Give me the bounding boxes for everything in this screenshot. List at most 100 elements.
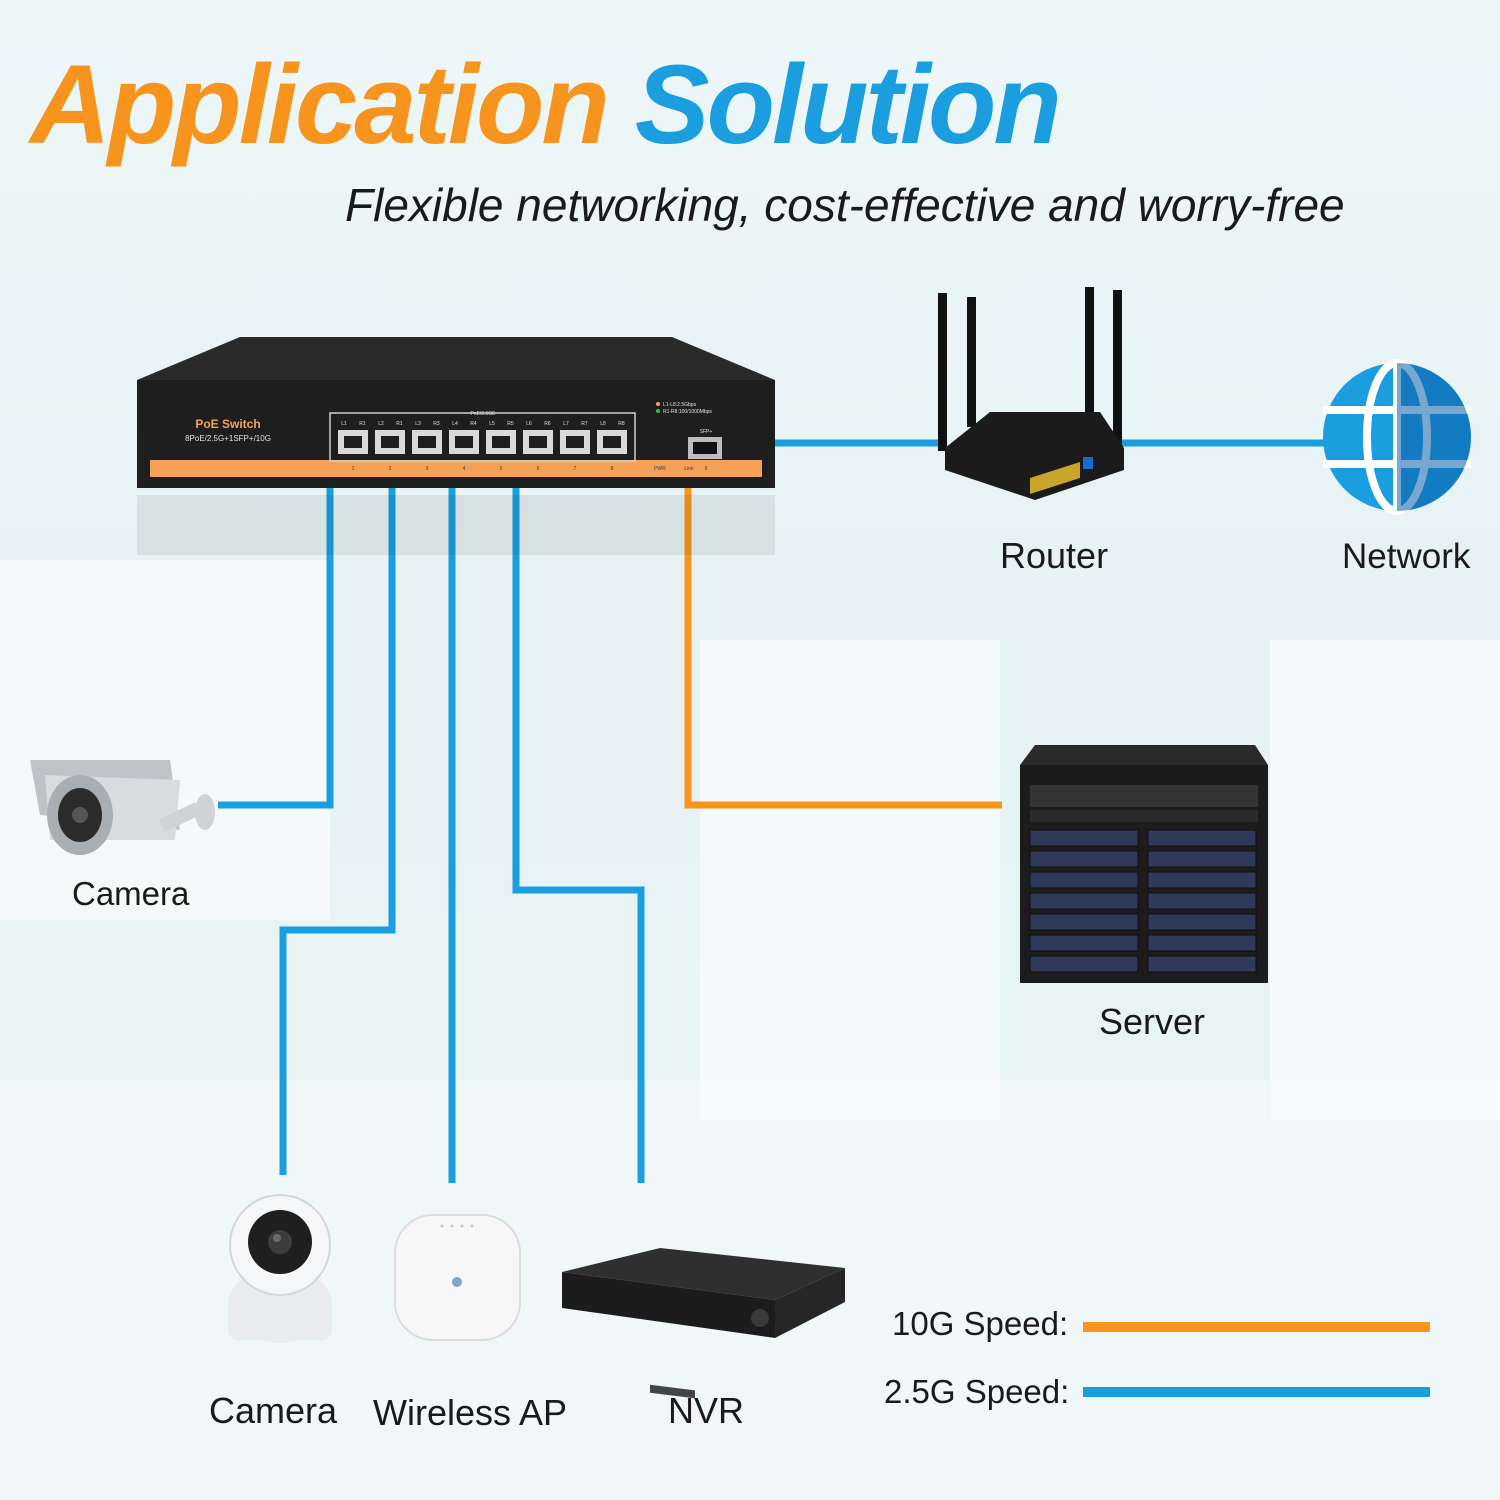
switch-stripe — [150, 460, 762, 477]
server-blade — [1029, 850, 1139, 868]
switch-port-frame — [329, 412, 636, 462]
switch-led-label: R1 — [396, 421, 403, 427]
nvr-top — [562, 1248, 845, 1300]
switch-led-label: R6 — [544, 421, 551, 427]
switch-led-label: R3 — [433, 421, 440, 427]
switch-led-label: L6 — [526, 421, 532, 427]
poe-switch: PoE Switch 8PoE/2.5G+1SFP+/10G PoE/2.5GE… — [137, 337, 775, 555]
ap-led — [470, 1224, 474, 1228]
link-switch-server — [684, 485, 1002, 809]
server-blade — [1029, 871, 1139, 889]
switch-port-number: 7 — [574, 466, 577, 472]
server-blade — [1029, 892, 1139, 910]
port-hole — [381, 436, 399, 448]
link-switch-camera-dome — [279, 488, 396, 1175]
server-unit — [1030, 810, 1258, 822]
port-hole — [603, 436, 621, 448]
server-blade — [1147, 955, 1257, 973]
server-blade — [1147, 871, 1257, 889]
router-antenna — [1113, 290, 1122, 452]
nvr-side — [775, 1268, 845, 1338]
link-switch-camera-bullet — [218, 488, 334, 809]
switch-led-label: L2 — [378, 421, 384, 427]
background-block — [0, 560, 330, 920]
legend-10g-label: 10G Speed: — [892, 1305, 1069, 1342]
wireless-ap-icon — [394, 1214, 521, 1341]
page-title: Application Solution — [30, 40, 1062, 169]
server-blade — [1147, 850, 1257, 868]
router-antenna — [938, 293, 947, 451]
camera-mount-arm — [158, 802, 202, 832]
switch-led-label: R4 — [470, 421, 477, 427]
ap-led — [460, 1224, 464, 1228]
switch-reflection — [137, 495, 775, 555]
server-blade — [1029, 829, 1139, 847]
server-blade — [1029, 955, 1139, 973]
label-server: Server — [1099, 1001, 1206, 1042]
background-block — [1270, 640, 1500, 1120]
server-unit — [1030, 785, 1258, 807]
dome-base-bottom — [228, 1305, 332, 1340]
server-blade — [1147, 934, 1257, 952]
switch-pwr-label: PWR — [654, 466, 666, 472]
nvr-dial — [751, 1309, 769, 1327]
switch-port-number: 4 — [463, 466, 466, 472]
server-blade — [1147, 892, 1257, 910]
background-block — [700, 640, 1000, 1120]
router-antenna — [967, 297, 976, 427]
server-blade — [1029, 913, 1139, 931]
port-hole — [455, 436, 473, 448]
label-router: Router — [1000, 535, 1109, 576]
router-port-blue — [1083, 457, 1093, 469]
switch-model-label: 8PoE/2.5G+1SFP+/10G — [185, 434, 271, 443]
rj45-port-holes — [344, 436, 621, 448]
server-top — [1020, 745, 1268, 765]
label-nvr: NVR — [668, 1390, 745, 1431]
link-switch-nvr — [512, 488, 645, 1183]
label-wireless-ap: Wireless AP — [373, 1392, 568, 1433]
switch-led-label: L5 — [489, 421, 495, 427]
router-ports — [1030, 462, 1080, 494]
camera-mount-base — [195, 794, 215, 830]
title-word-solution: Solution — [634, 42, 1062, 167]
dome-lens-glint — [273, 1234, 281, 1242]
switch-port-number: 1 — [352, 466, 355, 472]
switch-link-label: Link — [684, 466, 694, 472]
switch-led-label: L4 — [452, 421, 458, 427]
led-legend-dot-orange — [656, 402, 660, 406]
switch-led-label: L8 — [600, 421, 606, 427]
port-hole — [529, 436, 547, 448]
switch-port-number: 2 — [389, 466, 392, 472]
switch-led-legend-2: R1-R8:100/1000Mbps — [663, 409, 712, 415]
switch-port-number: 3 — [426, 466, 429, 472]
label-camera-bullet: Camera — [72, 875, 190, 912]
switch-port-number: 6 — [537, 466, 540, 472]
switch-top — [137, 337, 775, 380]
sfp-port-hole — [693, 442, 717, 454]
switch-port-group-label: PoE/2.5GE — [470, 411, 496, 417]
server-blades — [1029, 829, 1257, 973]
title-word-application: Application — [30, 42, 610, 167]
switch-led-label: R8 — [618, 421, 625, 427]
label-camera-dome: Camera — [209, 1390, 338, 1431]
blue-links — [218, 439, 1430, 1397]
switch-led-legend-1: L1-L8:2.5Gbps — [663, 402, 697, 408]
ap-logo — [452, 1277, 462, 1287]
nvr-display — [650, 1384, 695, 1399]
switch-port-number: 8 — [611, 466, 614, 472]
router-antenna — [1085, 287, 1094, 417]
server-icon — [1020, 745, 1268, 983]
led-legend-dot-green — [656, 409, 660, 413]
dome-lens — [268, 1230, 292, 1254]
switch-sfp-number: 9 — [705, 466, 708, 472]
switch-led-label: R7 — [581, 421, 588, 427]
ap-led — [450, 1224, 454, 1228]
port-hole — [418, 436, 436, 448]
camera-lens-center — [72, 807, 88, 823]
dome-camera-icon — [228, 1194, 332, 1343]
label-network: Network — [1342, 537, 1471, 576]
page-subtitle: Flexible networking, cost-effective and … — [345, 179, 1345, 231]
